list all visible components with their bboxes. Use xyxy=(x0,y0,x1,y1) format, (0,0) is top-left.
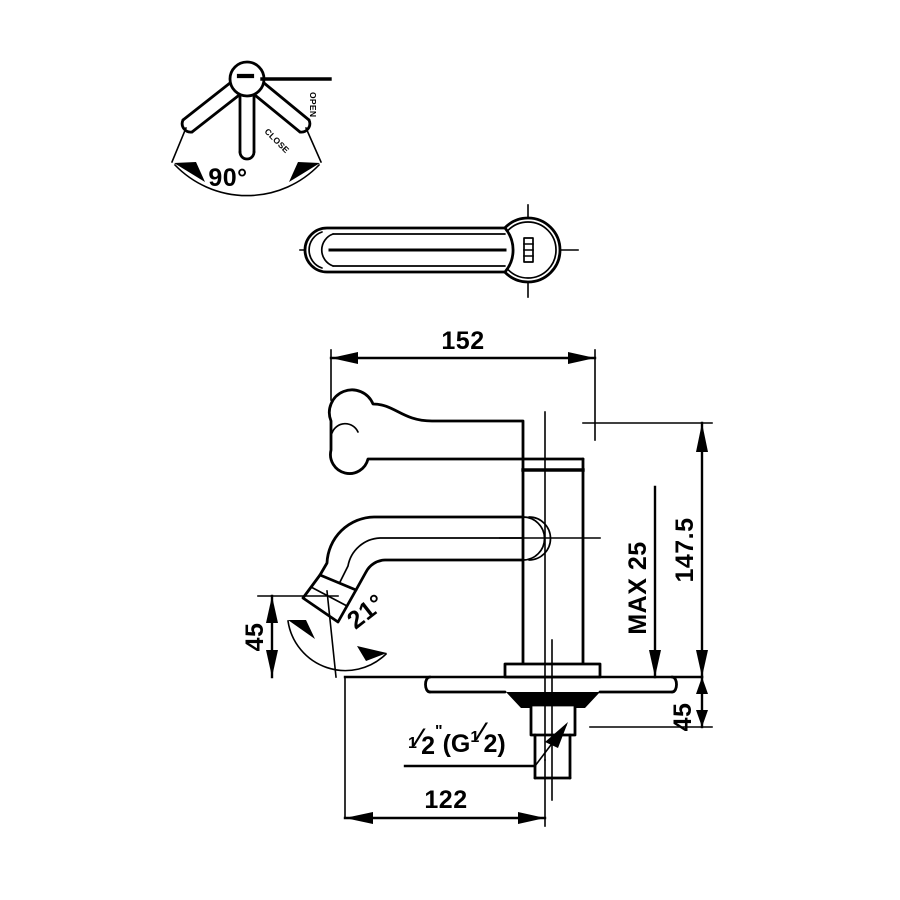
base-washer xyxy=(506,692,600,708)
thread-spec-open: (G xyxy=(443,730,471,758)
arrowhead-152-left xyxy=(331,352,358,364)
thread-leader-arrowhead xyxy=(545,722,568,748)
dimension-overall-height: 147.5 xyxy=(582,421,713,679)
faucet-spout xyxy=(301,515,601,624)
counter-deck-surface xyxy=(343,675,704,819)
spout-outer-bottom xyxy=(354,558,525,592)
handle-hub-circle xyxy=(228,60,266,98)
arrowhead-21-right xyxy=(357,646,387,661)
angle-arc-21 xyxy=(287,620,388,672)
arc-arrowhead-right xyxy=(289,162,320,182)
arrowhead-45l-bottom xyxy=(266,650,278,677)
arrowhead-21-left xyxy=(288,620,315,639)
arrowhead-max25 xyxy=(649,650,661,677)
rotation-angle-arc xyxy=(170,126,323,197)
open-label: OPEN xyxy=(308,92,318,117)
dim-label-max25: MAX 25 xyxy=(624,541,652,634)
arrowhead-45r-bottom xyxy=(696,710,708,727)
aerator-axis-line xyxy=(326,590,337,678)
dimension-shank-length: 45 xyxy=(589,675,713,732)
arrowhead-122-left xyxy=(345,812,373,824)
svg-text:1⁄2"(G1⁄2): 1⁄2"(G1⁄2) xyxy=(408,718,506,760)
dim-label-45-right: 45 xyxy=(669,703,697,732)
thread-numerator: 1 xyxy=(408,735,417,752)
thread-denominator: 2 xyxy=(421,732,435,760)
aerator-outline xyxy=(301,573,358,624)
spout-mid-line xyxy=(339,537,524,583)
dimension-spout-reach: 152 xyxy=(329,327,597,441)
arc-arrowhead-left xyxy=(174,162,205,182)
handle-rotation-view: OPEN CLOSE 90° xyxy=(170,60,332,197)
faucet-body-column xyxy=(521,457,585,671)
arrowhead-45r-top xyxy=(696,677,708,694)
thread-spec-numerator: 1 xyxy=(470,729,479,746)
thread-spec-denominator: 2 xyxy=(483,730,497,758)
faucet-front-elevation-view: 152 xyxy=(241,327,713,827)
dimension-max-deck-thickness: MAX 25 xyxy=(624,485,661,679)
mounting-nut xyxy=(529,703,577,737)
handle-top-view xyxy=(299,204,579,298)
deck-break-left xyxy=(424,675,432,694)
spout-outer-top xyxy=(318,515,525,577)
thread-size-callout: 1⁄2"(G1⁄2) xyxy=(403,718,568,768)
handle-set-screw-threads xyxy=(523,243,534,257)
dim-label-122: 122 xyxy=(424,786,467,814)
dim-label-1475: 147.5 xyxy=(671,517,699,582)
faucet-base-flange xyxy=(503,411,602,801)
handle-arm-left xyxy=(180,81,240,134)
deck-break-right xyxy=(670,675,678,694)
rotation-angle-label: 90° xyxy=(208,164,247,192)
thread-inch-mark: " xyxy=(435,723,443,740)
dimension-base-to-tip: 122 xyxy=(343,759,547,827)
dim-label-21: 21° xyxy=(342,589,390,635)
thread-spec-close: ) xyxy=(497,730,505,758)
arrowhead-1475-bottom xyxy=(696,650,708,677)
dim-label-152: 152 xyxy=(441,327,484,355)
arrowhead-152-right xyxy=(568,352,595,364)
dimension-spout-height: 45 xyxy=(241,594,339,679)
arrowhead-122-right xyxy=(518,812,545,824)
arrowhead-1475-top xyxy=(696,423,708,452)
close-label: CLOSE xyxy=(263,126,292,155)
handle-arm-center xyxy=(238,94,256,161)
handle-lever-end-cap-2 xyxy=(308,231,323,269)
handle-lever-end-cap xyxy=(320,233,334,267)
faucet-lever-handle xyxy=(327,388,525,475)
thread-callout-text: 1⁄2"(G1⁄2) xyxy=(408,718,506,760)
handle-arm-right xyxy=(254,81,312,134)
dim-label-45-left: 45 xyxy=(241,623,269,652)
arrowhead-45l-top xyxy=(266,596,278,623)
lever-handle-inner-curve xyxy=(331,422,359,434)
